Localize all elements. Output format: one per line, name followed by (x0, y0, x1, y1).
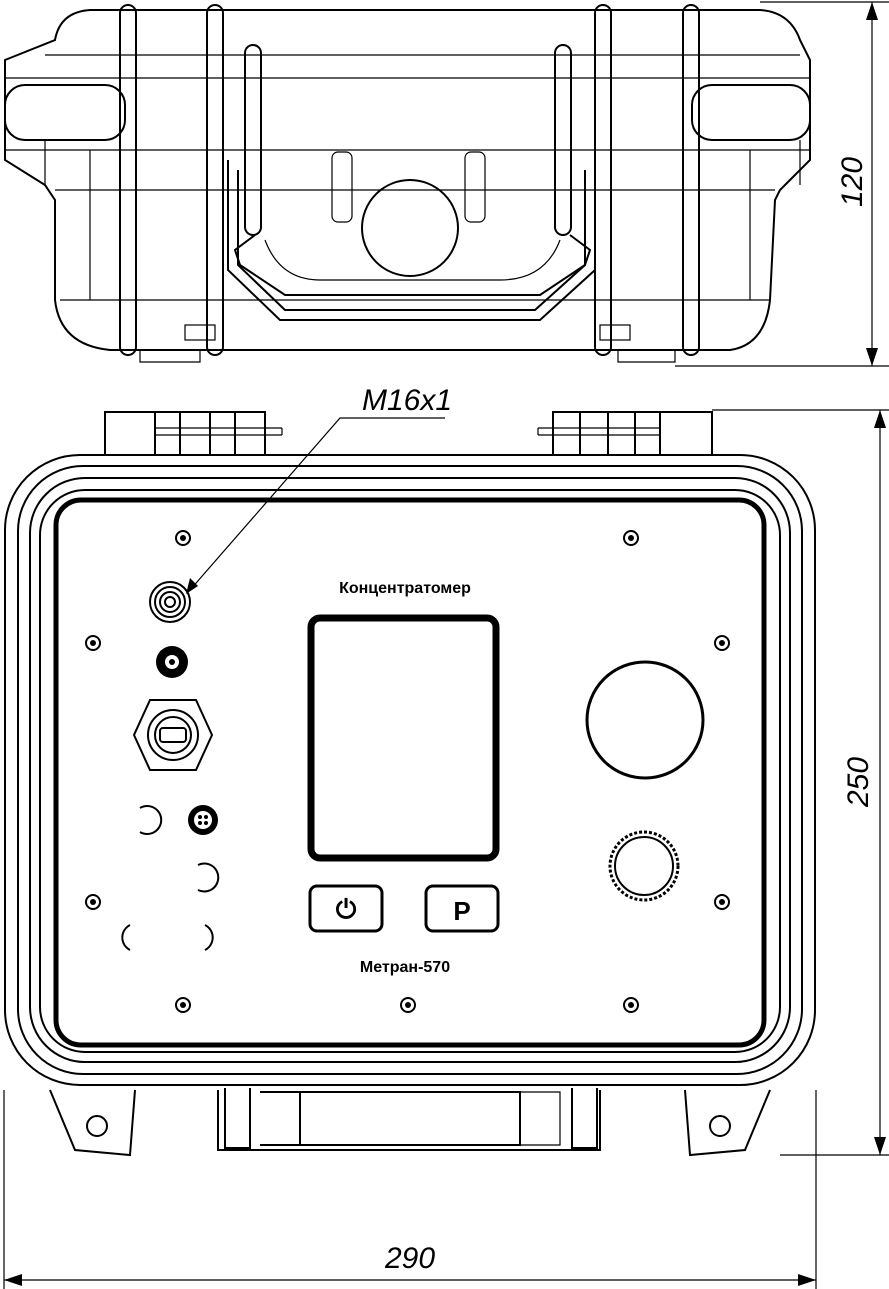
front-view: Концентратомер ⏻ P Метран-570 M16x1 (4, 384, 816, 1157)
p-button-label: P (453, 896, 470, 926)
dimension-height-front: 250 (712, 409, 889, 1156)
round-window (585, 660, 705, 780)
callout-leader (189, 417, 445, 591)
display-screen (307, 614, 500, 862)
panel-screws (85, 530, 730, 1013)
connector-usb (132, 699, 214, 771)
top-view-body (4, 9, 811, 351)
connector-small (188, 805, 218, 835)
dimension-120-label: 120 (836, 157, 869, 207)
top-view-valve (361, 179, 459, 277)
p-button[interactable] (424, 884, 500, 933)
top-view (4, 4, 811, 363)
thread-callout: M16x1 (362, 384, 452, 417)
case-outer-rim (4, 454, 816, 1086)
dimension-height-top: 120 (675, 1, 889, 367)
connector-m16 (149, 581, 191, 623)
front-panel (53, 497, 767, 1048)
dimension-width: 290 (3, 1090, 817, 1289)
connector-bnc (156, 646, 188, 678)
dimension-250-label: 250 (842, 757, 875, 808)
model-label: Метран-570 (360, 959, 450, 976)
power-icon: ⏻ (336, 894, 357, 924)
knob[interactable] (608, 830, 680, 902)
brand-label: Концентратомер (339, 580, 471, 597)
power-button[interactable] (308, 884, 384, 933)
dimension-290-label: 290 (384, 1242, 435, 1275)
